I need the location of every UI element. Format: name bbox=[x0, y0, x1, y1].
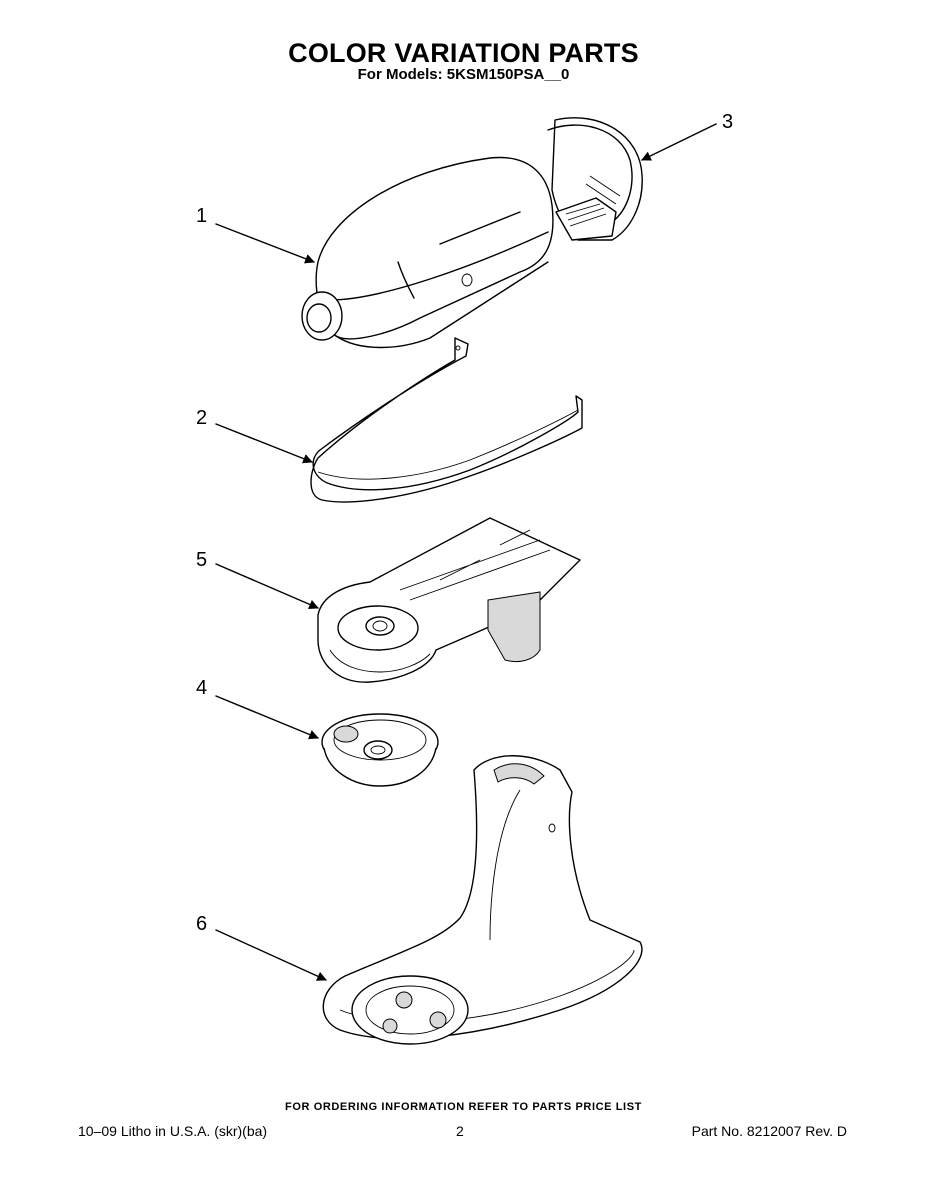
page-number: 2 bbox=[456, 1123, 464, 1139]
callout-1: 1 bbox=[196, 205, 207, 227]
callout-leaders bbox=[215, 123, 717, 981]
print-info: 10–09 Litho in U.S.A. (skr)(ba) bbox=[78, 1123, 268, 1139]
callout-3: 3 bbox=[722, 111, 733, 133]
ordering-note: FOR ORDERING INFORMATION REFER TO PARTS … bbox=[285, 1101, 642, 1113]
callout-5: 5 bbox=[196, 549, 207, 571]
part-4-planetary-housing bbox=[321, 713, 439, 787]
part-3-rear-cover bbox=[547, 117, 643, 241]
part-number: Part No. 8212007 Rev. D bbox=[691, 1123, 847, 1139]
model-subtitle: For Models: 5KSM150PSA__0 bbox=[357, 66, 570, 83]
part-6-pedestal-base bbox=[322, 755, 643, 1045]
callout-2: 2 bbox=[196, 407, 207, 429]
callout-6: 6 bbox=[196, 913, 207, 935]
part-2-trim-band bbox=[310, 337, 583, 503]
part-5-base-casting bbox=[317, 517, 581, 683]
part-1-motor-housing bbox=[301, 156, 554, 349]
page-title: COLOR VARIATION PARTS bbox=[288, 38, 639, 68]
callout-4: 4 bbox=[196, 677, 207, 699]
